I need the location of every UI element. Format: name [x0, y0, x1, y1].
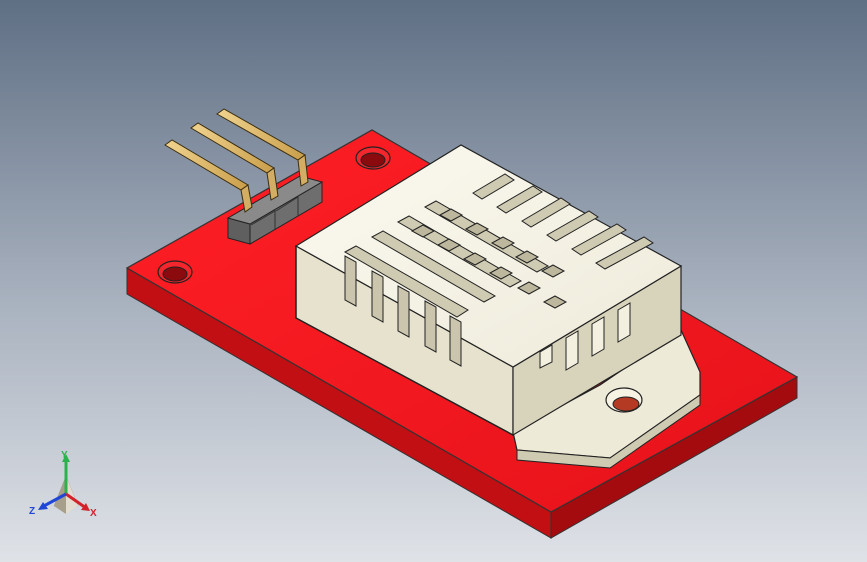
vent-slots-right	[472, 173, 654, 270]
y-axis-label: Y	[61, 450, 68, 461]
front-fins	[539, 302, 631, 371]
z-axis-label: Z	[29, 506, 35, 517]
pin-header[interactable]	[164, 108, 324, 245]
mount-hole-right	[355, 146, 391, 170]
sensor-housing[interactable]	[294, 144, 701, 469]
header-pin-1	[164, 139, 253, 213]
vent-grid	[410, 208, 568, 309]
header-pin-3	[216, 108, 309, 187]
mount-hole-left	[157, 260, 193, 284]
sensor-mount-hole	[605, 387, 643, 413]
x-axis-label: X	[90, 508, 97, 519]
side-fins	[344, 255, 462, 367]
header-pin-2	[190, 122, 279, 201]
coordinate-triad: Y X Z	[29, 450, 97, 519]
